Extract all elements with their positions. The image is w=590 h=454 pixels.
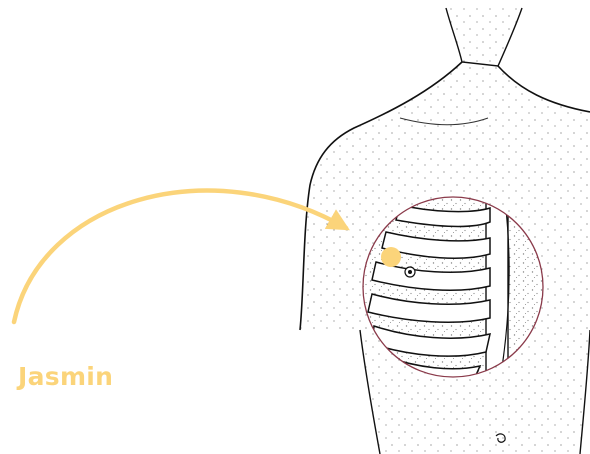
sternum: [486, 200, 508, 380]
neck: [446, 8, 522, 66]
acupoint-marker-icon: [381, 247, 401, 267]
curved-arrow-icon: [14, 191, 346, 322]
point-label: Jasmin: [18, 362, 113, 391]
